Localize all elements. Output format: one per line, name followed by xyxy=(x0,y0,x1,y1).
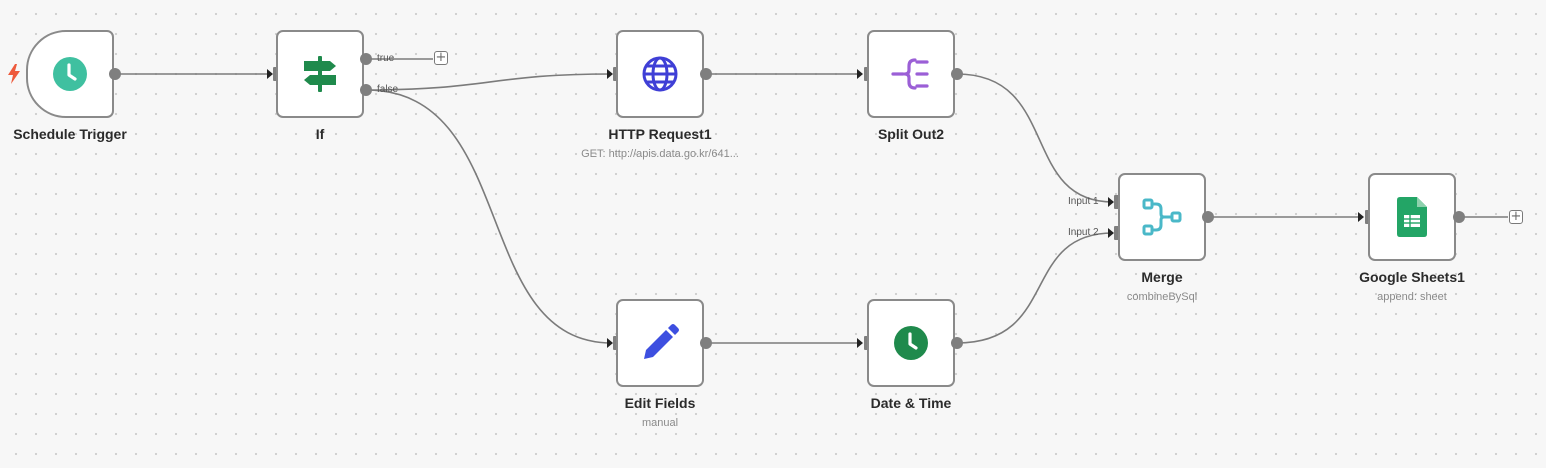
node-label: Split Out2 xyxy=(877,126,945,142)
node-edit-fields[interactable] xyxy=(616,299,704,387)
connection-datetime-merge xyxy=(956,232,1114,344)
connection-if-false-edit xyxy=(365,89,613,344)
globe-icon xyxy=(641,55,679,93)
node-split-out[interactable] xyxy=(867,30,955,118)
output-port-false[interactable] xyxy=(360,84,372,96)
connection-if-false-http xyxy=(365,73,613,91)
connection-arrowhead xyxy=(267,69,273,79)
input-port-2[interactable] xyxy=(1114,226,1120,240)
pencil-icon xyxy=(640,323,680,363)
add-node-button[interactable]: + xyxy=(434,50,448,65)
connection-arrowhead xyxy=(857,338,863,348)
node-label: HTTP Request1 xyxy=(608,126,712,142)
connection-arrowhead xyxy=(857,69,863,79)
output-port[interactable] xyxy=(1453,211,1465,223)
node-google-sheets[interactable] xyxy=(1368,173,1456,261)
output-port[interactable] xyxy=(700,337,712,349)
clock-icon xyxy=(893,325,929,361)
node-http-request[interactable] xyxy=(616,30,704,118)
connection-arrowhead xyxy=(1108,228,1114,238)
split-out-icon xyxy=(891,56,931,92)
node-label: Merge xyxy=(1141,269,1183,285)
node-label: If xyxy=(315,126,325,142)
branch-label-true: true xyxy=(377,53,395,64)
trigger-bolt-icon xyxy=(8,64,20,84)
node-subtitle: combineBySql xyxy=(1126,291,1198,303)
signpost-icon xyxy=(300,54,340,94)
clock-icon xyxy=(52,56,88,92)
output-port[interactable] xyxy=(1202,211,1214,223)
output-port[interactable] xyxy=(951,68,963,80)
node-merge[interactable] xyxy=(1118,173,1206,261)
node-subtitle: manual xyxy=(641,417,679,429)
output-port[interactable] xyxy=(109,68,121,80)
connection-split-merge xyxy=(956,73,1114,203)
input-label-1: Input 1 xyxy=(1068,196,1099,207)
branch-label-false: false xyxy=(377,84,399,95)
node-subtitle: append: sheet xyxy=(1377,291,1447,303)
node-label: Date & Time xyxy=(870,395,952,411)
node-schedule-trigger[interactable] xyxy=(26,30,114,118)
add-node-button[interactable]: + xyxy=(1509,209,1523,224)
connection-arrowhead xyxy=(607,338,613,348)
output-port-true[interactable] xyxy=(360,53,372,65)
node-label: Edit Fields xyxy=(624,395,696,411)
node-subtitle: GET: http://apis.data.go.kr/641... xyxy=(581,148,739,160)
merge-icon xyxy=(1142,197,1182,237)
output-port[interactable] xyxy=(700,68,712,80)
connection-arrowhead xyxy=(1108,197,1114,207)
node-label: Google Sheets1 xyxy=(1359,269,1465,285)
node-if[interactable] xyxy=(276,30,364,118)
output-port[interactable] xyxy=(951,337,963,349)
input-port-1[interactable] xyxy=(1114,195,1120,209)
connection-arrowhead xyxy=(607,69,613,79)
node-label: Schedule Trigger xyxy=(13,126,127,142)
node-date-time[interactable] xyxy=(867,299,955,387)
input-label-2: Input 2 xyxy=(1068,227,1099,238)
google-sheets-icon xyxy=(1397,197,1427,237)
connection-arrowhead xyxy=(1358,212,1364,222)
